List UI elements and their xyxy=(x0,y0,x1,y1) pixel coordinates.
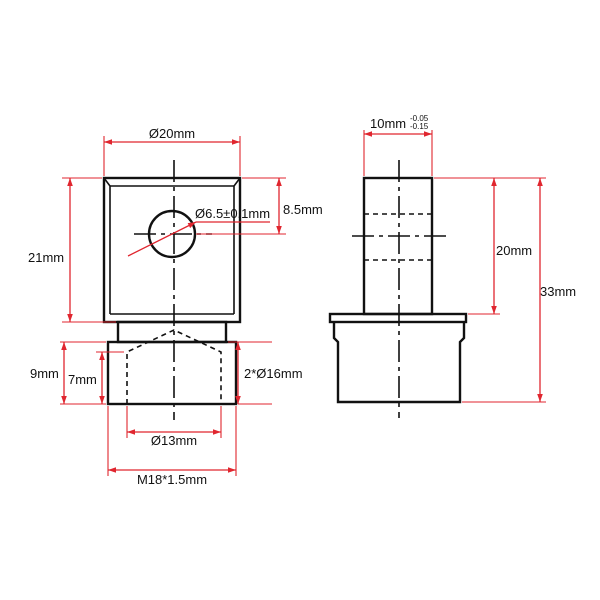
side-dimensions: 10mm -0.05 -0.15 20mm 33mm xyxy=(363,114,576,403)
dim-bore-label: Ø13mm xyxy=(151,433,197,448)
dim-side-total-label: 33mm xyxy=(540,284,576,299)
side-flange xyxy=(328,312,468,324)
front-dimensions: Ø20mm 21mm 8.5mm Ø6.5±0.1mm 9mm 7mm 2*Ø1… xyxy=(28,126,323,487)
dim-thread-label: M18*1.5mm xyxy=(137,472,207,487)
side-upper-body xyxy=(362,176,434,316)
dim-hole-dia-leader xyxy=(127,221,197,257)
dim-hole-offset-label: 8.5mm xyxy=(283,202,323,217)
dim-lower-total-label: 9mm xyxy=(30,366,59,381)
dim-side-height-label: 20mm xyxy=(496,243,532,258)
front-upper-body xyxy=(102,176,242,324)
dim-top-width-label: Ø20mm xyxy=(149,126,195,141)
dim-side-tol-lower: -0.15 xyxy=(410,122,429,131)
front-hidden-bore xyxy=(126,329,222,404)
dim-flats-label: 2*Ø16mm xyxy=(244,366,303,381)
front-view xyxy=(102,160,242,420)
dim-hole-dia-label: Ø6.5±0.1mm xyxy=(195,206,270,221)
side-view xyxy=(328,160,468,418)
dim-side-tol-upper: -0.05 xyxy=(410,114,429,123)
side-lower-body xyxy=(332,322,466,404)
dim-side-width-label: 10mm xyxy=(370,116,406,131)
dim-body-height-label: 21mm xyxy=(28,250,64,265)
dim-thread-length-label: 7mm xyxy=(68,372,97,387)
front-neck xyxy=(116,320,228,344)
